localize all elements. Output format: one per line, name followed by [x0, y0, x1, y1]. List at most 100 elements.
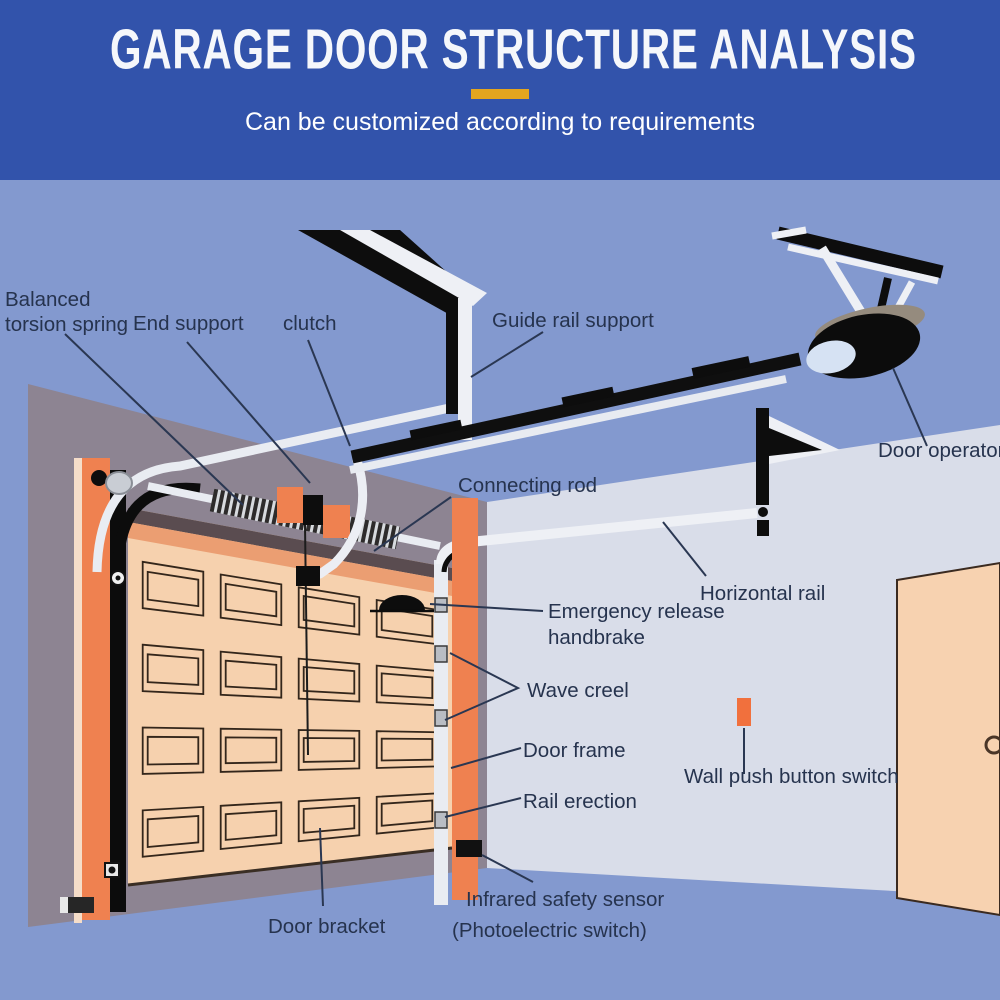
guide-rail-support-mount — [298, 230, 487, 440]
door-panel — [224, 582, 278, 618]
guide-rail-white — [349, 375, 787, 474]
wave-creel-roller — [434, 709, 448, 727]
door-panel — [380, 737, 434, 762]
label-connecting-rod: Connecting rod — [458, 474, 597, 497]
door-panel — [219, 573, 283, 627]
garage-diagram: Balanced torsion spring End support clut… — [0, 180, 1000, 1000]
leader-horizontal-rail — [662, 521, 707, 577]
door-panel — [302, 594, 356, 628]
page-title: GARAGE DOOR STRUCTURE ANALYSIS — [110, 18, 917, 82]
infrared-sensor-left-lens — [60, 897, 68, 913]
shaft-end-pin — [91, 470, 107, 486]
label-door-bracket: Door bracket — [268, 915, 386, 938]
accent-divider — [471, 89, 529, 99]
ceiling-bar-stub — [771, 226, 807, 240]
door-panel — [141, 560, 205, 617]
leader-wave-creel — [444, 652, 521, 721]
entry-door — [896, 561, 1000, 917]
door-panel — [302, 737, 356, 763]
torsion-spring-assembly — [91, 455, 441, 756]
infrared-sensor-right — [456, 840, 482, 857]
leader-door-frame — [450, 747, 522, 769]
emergency-release-handle — [379, 595, 425, 610]
door-panel — [380, 672, 434, 700]
leader-guide-rail-support — [470, 331, 544, 378]
door-operator-assembly — [771, 226, 944, 379]
operator-strut-white — [818, 245, 870, 323]
door-panel — [146, 815, 200, 848]
door-panels — [141, 560, 439, 858]
rail-wall-bracket — [756, 408, 840, 536]
wave-creel-roller — [434, 811, 448, 829]
leader-infrared-sensor — [481, 854, 534, 883]
leader-door-operator — [892, 367, 928, 447]
ceiling-arm-black — [298, 230, 478, 316]
door-panel — [380, 607, 434, 638]
door-panel — [302, 666, 356, 695]
garage-door — [127, 508, 453, 887]
right-door-frame-post — [452, 498, 478, 900]
guide-rail-black — [350, 352, 802, 464]
door-knob — [984, 735, 1000, 755]
ceiling-bar-black — [776, 226, 944, 279]
door-panel — [141, 643, 205, 695]
right-frame — [434, 498, 758, 905]
label-emergency-release-2: handbrake — [548, 626, 645, 649]
label-door-operator: Door operator — [878, 439, 1000, 462]
door-panel — [224, 736, 278, 765]
door-panel — [380, 799, 434, 827]
door-panel — [219, 650, 283, 699]
left-frame-trim — [74, 458, 82, 923]
label-infrared-safety-sensor: Infrared safety sensor — [466, 888, 664, 911]
side-wall — [487, 425, 1000, 897]
door-panel — [146, 570, 200, 608]
label-guide-rail-support: Guide rail support — [492, 309, 654, 332]
ceiling-bar-white — [787, 243, 939, 285]
door-roller-pin — [115, 575, 121, 581]
wave-creel-roller — [434, 645, 448, 663]
door-panel — [219, 727, 283, 773]
label-end-support: End support — [133, 312, 244, 335]
cable-drum — [105, 471, 133, 495]
door-panel — [302, 804, 356, 834]
bracket-post — [756, 408, 769, 505]
spring-center-anchor — [303, 495, 323, 525]
header-banner: GARAGE DOOR STRUCTURE ANALYSIS Can be cu… — [0, 0, 1000, 180]
door-panel — [297, 796, 361, 843]
support-post-white — [458, 298, 472, 440]
entry-door-panel — [896, 561, 1000, 917]
door-bracket-pin — [108, 866, 116, 874]
label-balanced-torsion-spring: Balanced — [5, 288, 90, 311]
label-infrared-safety-sensor-2: (Photoelectric switch) — [452, 919, 647, 942]
left-track-curve — [112, 482, 201, 573]
door-bottom-edge — [127, 846, 453, 887]
door-panel — [224, 809, 278, 841]
door-panel — [297, 657, 361, 703]
label-horizontal-rail: Horizontal rail — [700, 582, 825, 605]
door-panel — [141, 726, 205, 775]
page-subtitle: Can be customized according to requireme… — [245, 108, 755, 136]
door-panel — [146, 653, 200, 686]
part-labels: Balanced torsion spring End support clut… — [5, 288, 1000, 942]
leader-connecting-rod — [373, 496, 452, 552]
door-top-band — [128, 522, 452, 596]
leader-emergency-release — [429, 603, 544, 612]
label-door-frame: Door frame — [523, 739, 626, 762]
door-top-bracket — [296, 566, 320, 586]
wall-push-button — [737, 698, 751, 726]
support-post-black — [446, 302, 458, 414]
leader-door-bracket — [319, 827, 324, 907]
door-panel — [141, 805, 205, 858]
door-panel — [297, 586, 361, 636]
door-panel — [219, 801, 283, 850]
leader-clutch — [307, 339, 351, 447]
bracket-stub — [757, 520, 769, 536]
label-wall-push-button-switch: Wall push button switch — [684, 765, 899, 788]
spring-anchor-tab — [277, 487, 303, 523]
label-emergency-release: Emergency release — [548, 600, 725, 623]
rail-clamp — [409, 419, 463, 441]
rail-clamp — [691, 356, 751, 379]
spring-anchor-tab — [323, 505, 350, 538]
guide-rail — [349, 352, 802, 474]
door-panel — [297, 729, 361, 771]
